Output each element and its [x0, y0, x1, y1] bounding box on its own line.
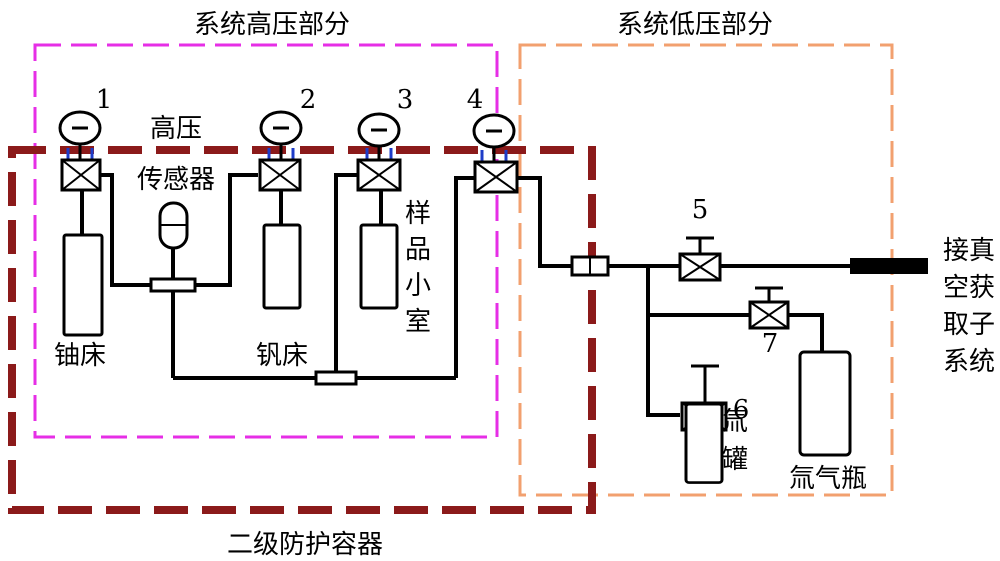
tritium-tank-label-1: 氚	[722, 407, 748, 437]
valve-3	[356, 158, 402, 192]
vanadium-bed-label: 钒床	[256, 341, 308, 371]
pressure-gauge-4	[472, 113, 516, 162]
uranium-bed-label: 铀床	[54, 341, 106, 371]
tritium-tank-cylinder	[684, 402, 724, 484]
sensor-tee	[149, 277, 197, 293]
vacuum-system-label-1: 接真	[943, 236, 995, 266]
tritium-bottle-label: 氚气瓶	[789, 464, 867, 494]
valve-1	[60, 158, 102, 192]
valve-number-4: 4	[467, 85, 484, 115]
vacuum-system-label-4: 系统	[943, 347, 995, 377]
valve-number-5: 5	[692, 195, 709, 225]
sample-chamber-cylinder	[359, 223, 399, 310]
low-pressure-title: 系统低压部分	[617, 10, 773, 40]
pressure-gauge-1	[58, 110, 102, 160]
valve-7	[748, 286, 790, 330]
valve-number-1: 1	[96, 85, 113, 115]
pressure-sensor	[158, 201, 189, 250]
valve-number-7: 7	[762, 329, 779, 359]
secondary-containment-boundary	[8, 146, 596, 514]
pressure-gauge-3	[357, 112, 401, 160]
valve-4	[473, 160, 519, 194]
uranium-bed-cylinder	[62, 233, 104, 337]
valve-5	[678, 236, 722, 282]
valve-number-3: 3	[397, 85, 414, 115]
vanadium-bed-cylinder	[262, 223, 302, 310]
tritium-tank-label-2: 罐	[722, 445, 748, 475]
sample-chamber-label-4: 室	[405, 307, 431, 337]
valve-2	[258, 158, 302, 192]
vacuum-connector	[850, 258, 928, 274]
sample-chamber-label-2: 品	[405, 235, 431, 265]
pressure-sensor-label-line2: 传感器	[137, 165, 215, 195]
valve-number-2: 2	[300, 85, 317, 115]
pressure-sensor-label-line1: 高压	[150, 114, 202, 144]
vacuum-system-label-3: 取子	[943, 310, 995, 340]
tritium-bottle-cylinder	[798, 350, 852, 457]
containment-title: 二级防护容器	[227, 530, 383, 560]
high-pressure-title: 系统高压部分	[194, 10, 350, 40]
manifold-tee	[314, 370, 358, 386]
sample-chamber-label-3: 小	[405, 271, 431, 301]
vacuum-system-label-2: 空获	[943, 273, 995, 303]
pressure-gauge-2	[259, 110, 303, 160]
valve-number-6: 6	[733, 395, 750, 425]
high-pressure-boundary	[33, 43, 499, 439]
sample-chamber-label-1: 样	[405, 199, 431, 229]
